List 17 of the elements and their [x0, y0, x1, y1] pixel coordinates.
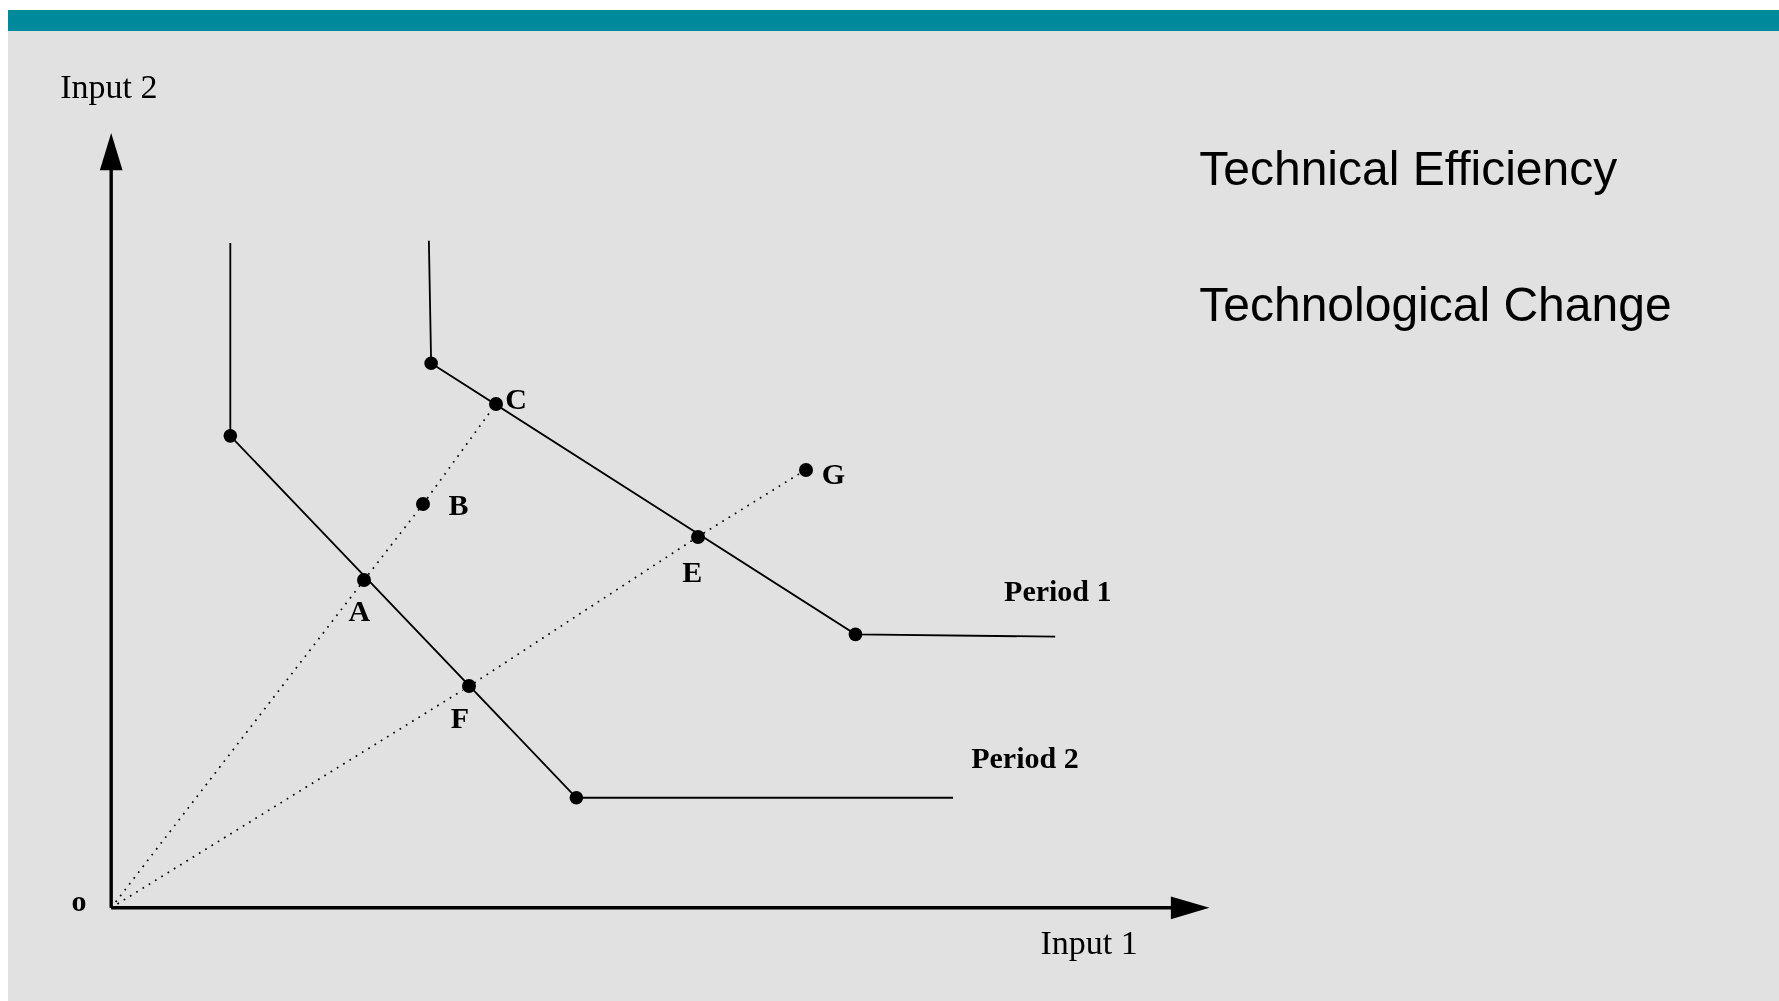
axis-label: Period 1	[1004, 576, 1112, 607]
point-label: A	[348, 595, 371, 626]
ray-line	[110, 689, 464, 909]
axis-label: Period 2	[971, 743, 1079, 774]
point-label: F	[450, 702, 469, 733]
origin-label: o	[71, 896, 112, 916]
point-label: C	[505, 383, 527, 414]
axis-label: Technological Change	[1199, 281, 1672, 330]
axis-label: Input 1	[1040, 925, 1138, 960]
ray-line	[702, 472, 801, 535]
point-label: G	[821, 458, 846, 489]
ray-line	[110, 584, 361, 909]
ray-line	[367, 508, 420, 576]
axis-label: Input 2	[60, 70, 158, 105]
point-label: E	[682, 557, 703, 588]
point-label: B	[448, 490, 469, 521]
axis-label: Technical Efficiency	[1199, 145, 1618, 194]
